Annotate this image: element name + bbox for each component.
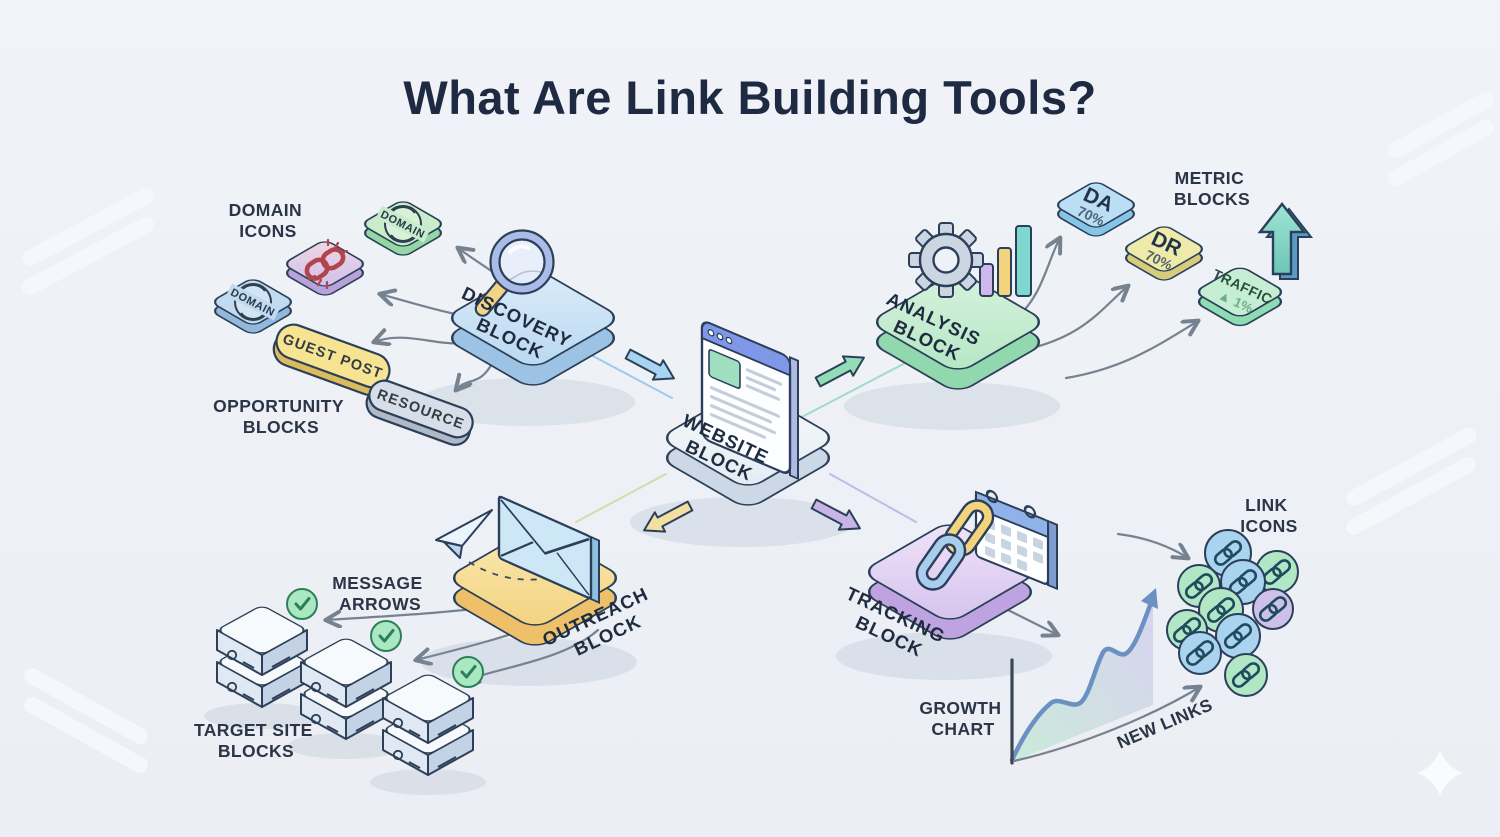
- sparkle-watermark-icon: [1417, 750, 1463, 796]
- envelope-icon: [497, 495, 600, 604]
- browser-window-icon: [700, 321, 799, 481]
- analysis-block: ANALYSIS BLOCK: [867, 222, 1049, 395]
- label-link-icons: LINK ICONS: [1240, 495, 1297, 536]
- line-website-tracking: [829, 473, 917, 523]
- link-icon: [1224, 653, 1268, 697]
- background-chevrons: [22, 92, 1494, 773]
- label-target-site-blocks: TARGET SITE BLOCKS: [194, 720, 318, 761]
- arrow-analysis-to-dr: [1030, 286, 1128, 350]
- metric-tile-dr: DR 70%: [1120, 223, 1208, 284]
- discovery-block: DISCOVERY BLOCK: [442, 229, 624, 391]
- broken-link-tile: [281, 238, 369, 299]
- chart-line-arrowhead: [1141, 588, 1158, 609]
- check-icon: [451, 655, 485, 689]
- magnifier-icon: [474, 229, 555, 317]
- outreach-block: [435, 495, 626, 651]
- chart-x-axis-new-links: [1012, 687, 1200, 763]
- bar-chart-icon: [979, 225, 1032, 297]
- metric-tile-da: DA 70%: [1052, 179, 1140, 240]
- check-icon: [285, 587, 319, 621]
- gear-icon: [908, 222, 984, 298]
- arrow-tracking-to-link-icons: [1116, 532, 1188, 558]
- link-icon: [1178, 631, 1222, 675]
- website-block: WEBSITE BLOCK: [657, 321, 839, 511]
- domain-tile-blue: DOMAIN: [209, 276, 297, 337]
- arrow-analysis-to-traffic: [1064, 321, 1198, 380]
- label-growth-chart: GROWTH CHART: [919, 698, 1006, 739]
- traffic-up-arrow-icon: [1257, 202, 1314, 280]
- paper-plane-icon: [435, 509, 493, 559]
- chart-line: [1009, 594, 1156, 763]
- tracking-block: TRACKING BLOCK: [843, 489, 1058, 661]
- check-icon: [369, 619, 403, 653]
- label-opportunity-blocks: OPPORTUNITY BLOCKS: [213, 396, 349, 437]
- link-icon: [1252, 588, 1294, 630]
- chain-link-icon: [915, 499, 995, 591]
- page-title: What Are Link Building Tools?: [403, 71, 1096, 124]
- chart-area-fill: [1012, 597, 1153, 761]
- line-website-outreach: [575, 473, 667, 523]
- label-metric-blocks: METRIC BLOCKS: [1174, 168, 1250, 209]
- shadows: [204, 378, 1060, 795]
- broken-link-icon: [304, 238, 349, 290]
- calendar-icon: [974, 489, 1058, 591]
- label-domain-icons: DOMAIN ICONS: [229, 200, 308, 241]
- link-icon-cluster: [1166, 529, 1299, 697]
- arrow-discovery-to-resource: [456, 358, 496, 390]
- metric-tile-traffic: TRAFFIC ▲ 1%: [1192, 264, 1288, 330]
- label-message-arrows: MESSAGE ARROWS: [332, 573, 428, 614]
- domain-tile-green: DOMAIN: [359, 198, 447, 259]
- growth-chart: [1009, 588, 1200, 765]
- link-icon: [1215, 613, 1261, 659]
